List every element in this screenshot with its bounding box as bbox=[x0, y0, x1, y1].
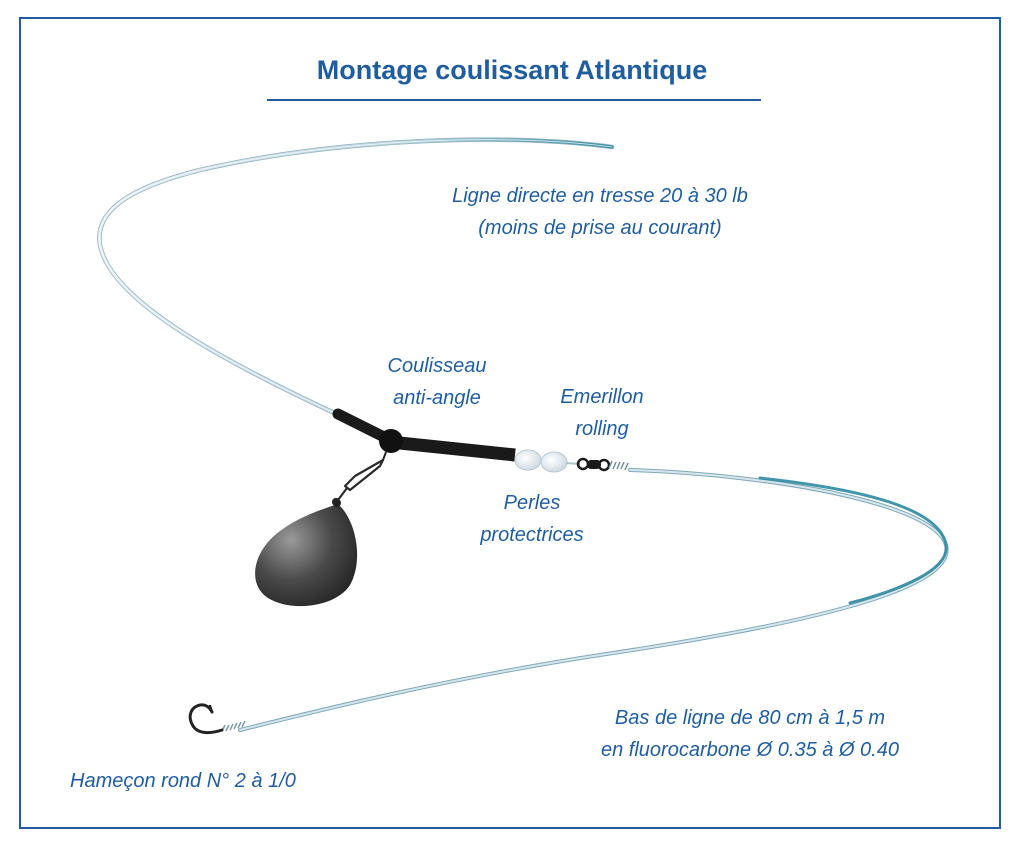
swivel-knot bbox=[608, 460, 629, 471]
protective-bead-2 bbox=[540, 451, 568, 473]
circle-hook bbox=[188, 703, 224, 735]
label-swivel-1: Emerillon bbox=[560, 386, 644, 408]
label-beads: Perles protectrices bbox=[452, 487, 612, 551]
label-leader: Bas de ligne de 80 cm à 1,5 m en fluoroc… bbox=[560, 702, 940, 766]
anti-tangle-boom bbox=[332, 408, 516, 462]
diagram-title: Montage coulissant Atlantique bbox=[316, 55, 708, 85]
snap-clip bbox=[331, 458, 385, 507]
diagram-frame bbox=[19, 17, 1001, 829]
label-beads-1: Perles bbox=[503, 492, 561, 514]
label-leader-1: Bas de ligne de 80 cm à 1,5 m bbox=[614, 707, 886, 729]
label-slider-2: anti-angle bbox=[393, 387, 481, 409]
label-slider-1: Coulisseau bbox=[387, 355, 487, 377]
label-beads-2: protectrices bbox=[480, 524, 584, 546]
label-braided-line: Ligne directe en tresse 20 à 30 lb (moin… bbox=[400, 180, 800, 244]
label-leader-2: en fluorocarbone Ø 0.35 à Ø 0.40 bbox=[601, 739, 899, 761]
label-slider: Coulisseau anti-angle bbox=[357, 350, 517, 414]
label-braided-line-1: Ligne directe en tresse 20 à 30 lb bbox=[452, 185, 748, 207]
title-underline bbox=[267, 99, 761, 101]
rolling-swivel bbox=[576, 457, 611, 472]
protective-bead-1 bbox=[514, 449, 542, 471]
lead-weight bbox=[255, 504, 358, 607]
label-hook: Hameçon rond N° 2 à 1/0 bbox=[70, 770, 296, 792]
label-swivel: Emerillon rolling bbox=[532, 381, 672, 445]
label-braided-line-2: (moins de prise au courant) bbox=[478, 217, 722, 239]
label-swivel-2: rolling bbox=[575, 418, 629, 440]
hook-knot bbox=[221, 720, 246, 732]
